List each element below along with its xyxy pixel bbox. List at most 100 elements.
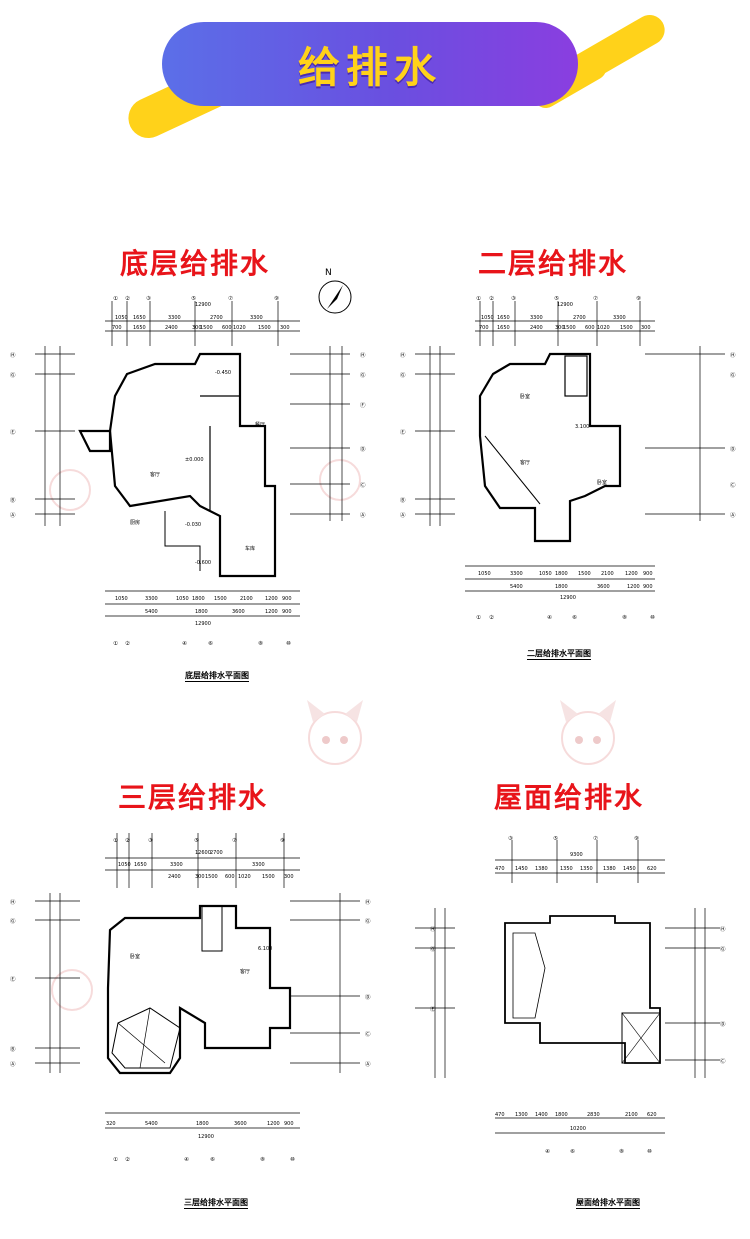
svg-text:1050: 1050 [115,596,128,602]
svg-text:1050: 1050 [539,571,552,577]
svg-text:300: 300 [284,874,294,880]
svg-text:Ⓗ: Ⓗ [360,351,366,359]
svg-text:2400: 2400 [168,874,181,880]
svg-text:1500: 1500 [578,571,591,577]
svg-text:1450: 1450 [623,866,636,872]
svg-text:1450: 1450 [515,866,528,872]
svg-text:900: 900 [643,584,653,590]
svg-text:餐厅: 餐厅 [255,421,265,428]
svg-text:1020: 1020 [233,325,246,331]
svg-text:1650: 1650 [133,325,146,331]
svg-text:1050: 1050 [118,862,131,868]
svg-text:6.100: 6.100 [258,946,272,952]
svg-text:1380: 1380 [603,866,616,872]
svg-text:Ⓕ: Ⓕ [360,401,366,409]
svg-text:⑦: ⑦ [232,837,237,844]
svg-text:2100: 2100 [240,596,253,602]
svg-text:700: 700 [112,325,122,331]
svg-text:Ⓖ: Ⓖ [430,945,436,953]
mascot-watermark [49,469,91,511]
caption-second: 二层给排水平面图 [527,649,591,660]
svg-text:3300: 3300 [145,596,158,602]
svg-text:1500: 1500 [214,596,227,602]
svg-text:②: ② [125,837,130,844]
mascot-watermark [51,969,93,1011]
svg-text:客厅: 客厅 [240,968,250,975]
dims-bottom: 1050 3300 1050 1800 1500 2100 1200 900 5… [115,596,292,627]
mascot-watermark [307,700,363,765]
svg-text:2400: 2400 [530,325,543,331]
svg-text:Ⓑ: Ⓑ [10,1045,16,1053]
dims-bottom: 320 5400 1800 3600 1200 900 12900 [106,1121,294,1140]
svg-text:②: ② [125,640,130,646]
svg-text:3.100: 3.100 [575,424,589,430]
svg-text:2400: 2400 [165,325,178,331]
mascot-watermark [319,459,361,501]
svg-text:④: ④ [547,615,552,621]
svg-text:320: 320 [106,1121,116,1127]
svg-text:1200: 1200 [265,596,278,602]
svg-text:1500: 1500 [262,874,275,880]
svg-text:卧室: 卧室 [597,479,607,486]
svg-text:5400: 5400 [145,1121,158,1127]
svg-text:②: ② [125,295,130,302]
svg-text:⑤: ⑤ [553,836,558,842]
svg-text:1200: 1200 [625,571,638,577]
svg-text:2100: 2100 [601,571,614,577]
svg-text:3600: 3600 [597,584,610,590]
dims-bottom: 1050 3300 1050 1800 1500 2100 1200 900 5… [478,571,653,601]
svg-text:⑩: ⑩ [650,614,655,621]
svg-text:470: 470 [495,1112,505,1118]
svg-text:Ⓗ: Ⓗ [730,351,736,359]
svg-text:⑥: ⑥ [570,1149,575,1155]
svg-text:10200: 10200 [570,1126,586,1132]
svg-text:Ⓔ: Ⓔ [430,1005,436,1013]
svg-text:12900: 12900 [195,302,211,308]
svg-text:⑧: ⑧ [258,641,263,646]
svg-text:①: ① [113,641,118,646]
svg-text:3600: 3600 [232,609,245,615]
svg-text:9300: 9300 [570,852,583,858]
svg-text:Ⓖ: Ⓖ [400,371,406,379]
svg-text:Ⓑ: Ⓑ [10,496,16,504]
section-title-second: 二层给排水 [478,247,629,280]
svg-text:2830: 2830 [587,1112,600,1118]
svg-text:②: ② [489,614,494,621]
svg-text:1800: 1800 [555,584,568,590]
svg-text:1650: 1650 [497,315,510,321]
header-banner: 给排水 [0,0,750,145]
svg-text:④: ④ [184,1157,189,1163]
svg-text:1380: 1380 [535,866,548,872]
svg-text:卧室: 卧室 [130,953,140,960]
svg-text:12600: 12600 [195,850,211,856]
svg-text:3300: 3300 [168,315,181,321]
svg-text:①: ① [113,296,118,302]
svg-text:⑨: ⑨ [634,835,639,842]
svg-text:1350: 1350 [560,866,573,872]
svg-text:12900: 12900 [195,621,211,627]
svg-text:470: 470 [495,866,505,872]
section-title-ground: 底层给排水 [120,247,271,280]
svg-text:Ⓐ: Ⓐ [730,511,736,519]
svg-text:1800: 1800 [196,1121,209,1127]
svg-text:-0.030: -0.030 [185,522,201,528]
svg-text:1500: 1500 [563,325,576,331]
svg-text:Ⓔ: Ⓔ [10,428,16,436]
svg-text:⑤: ⑤ [194,838,199,844]
svg-text:①: ① [113,1157,118,1163]
svg-text:900: 900 [282,609,292,615]
svg-text:3300: 3300 [252,862,265,868]
svg-text:Ⓖ: Ⓖ [730,371,736,379]
svg-text:300: 300 [192,325,202,331]
svg-text:-0.600: -0.600 [195,560,211,566]
svg-text:1500: 1500 [258,325,271,331]
svg-text:1800: 1800 [555,1112,568,1118]
svg-text:1200: 1200 [265,609,278,615]
svg-text:N: N [325,268,332,278]
svg-text:Ⓓ: Ⓓ [365,993,371,1001]
